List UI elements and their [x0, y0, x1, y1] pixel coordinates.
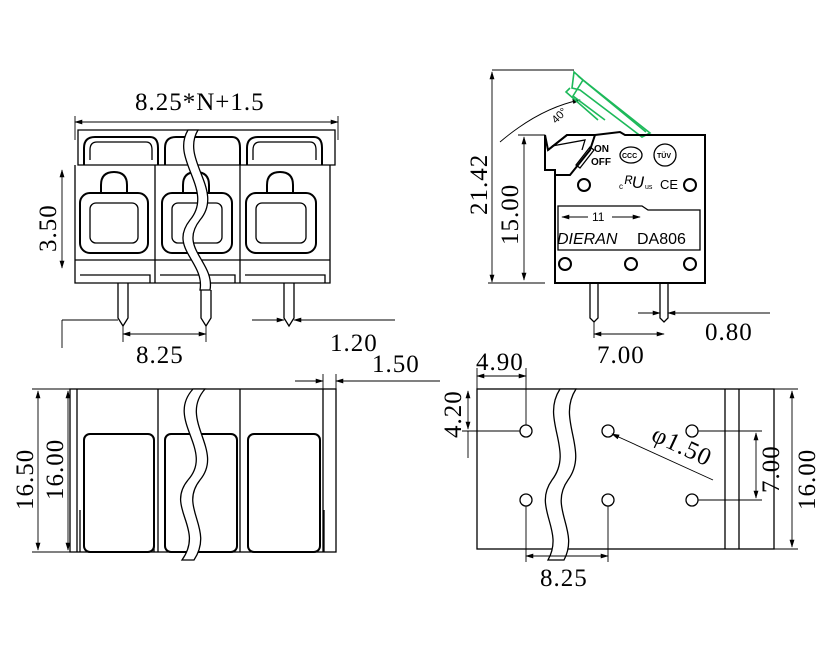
footprint-view: 4.90 4.20 φ1.50 7.00 16.00 8.25	[440, 349, 819, 592]
ce-mark: CE	[660, 177, 678, 192]
ul-mark: c ᴿU us	[619, 173, 653, 192]
footprint-row-dim: 7.00	[758, 445, 785, 493]
svg-text:c: c	[619, 182, 623, 191]
tuv-mark: TÜV	[653, 143, 677, 167]
svg-text:CCC: CCC	[622, 153, 637, 160]
wire-strip-length: 11	[592, 210, 605, 224]
svg-text:us: us	[645, 184, 653, 191]
front-height-dim: 3.50	[35, 204, 62, 252]
top-view: 1.50 16.50 16.00	[12, 351, 440, 561]
svg-text:ᴿU: ᴿU	[624, 173, 645, 192]
top-outer-dim: 16.50	[12, 449, 39, 510]
front-pitch-dim: 8.25	[136, 342, 184, 369]
top-offset-dim: 1.50	[372, 351, 420, 378]
pcb-hole	[519, 424, 533, 438]
footprint-y-dim: 4.20	[440, 390, 467, 438]
wire-entry-3	[245, 170, 317, 254]
top-inner-dim: 16.00	[42, 439, 69, 500]
wire-entry-1	[79, 170, 149, 254]
footprint-x-dim: 4.90	[476, 349, 524, 376]
side-total-height-dim: 21.42	[466, 154, 493, 215]
side-body-height-dim: 15.00	[497, 184, 524, 245]
label-off: OFF	[591, 157, 611, 168]
ccc-mark: CCC	[619, 146, 643, 164]
front-view: 8.25*N+1.5	[35, 89, 395, 369]
label-on: ON	[594, 144, 609, 155]
footprint-hole-dim: φ1.50	[647, 421, 716, 472]
side-pin-width-dim: 0.80	[705, 319, 753, 346]
footprint-pitch-dim: 8.25	[540, 565, 588, 592]
brand-name: DIERAN	[557, 231, 618, 248]
pcb-hole	[519, 493, 533, 507]
side-view: 21.42 15.00 40° ON OFF CCC TÜV	[466, 69, 770, 369]
pcb-hole	[685, 493, 699, 507]
footprint-height-dim: 16.00	[794, 449, 819, 510]
pcb-hole	[601, 493, 615, 507]
pcb-hole	[601, 424, 615, 438]
lever-top-1	[79, 433, 155, 553]
svg-text:TÜV: TÜV	[657, 151, 671, 160]
model-number: DA806	[637, 231, 686, 248]
side-pin-spacing-dim: 7.00	[597, 342, 645, 369]
front-pin-dim: 1.20	[330, 330, 378, 357]
front-width-dim: 8.25*N+1.5	[135, 89, 265, 116]
lever-top-3	[247, 433, 325, 553]
